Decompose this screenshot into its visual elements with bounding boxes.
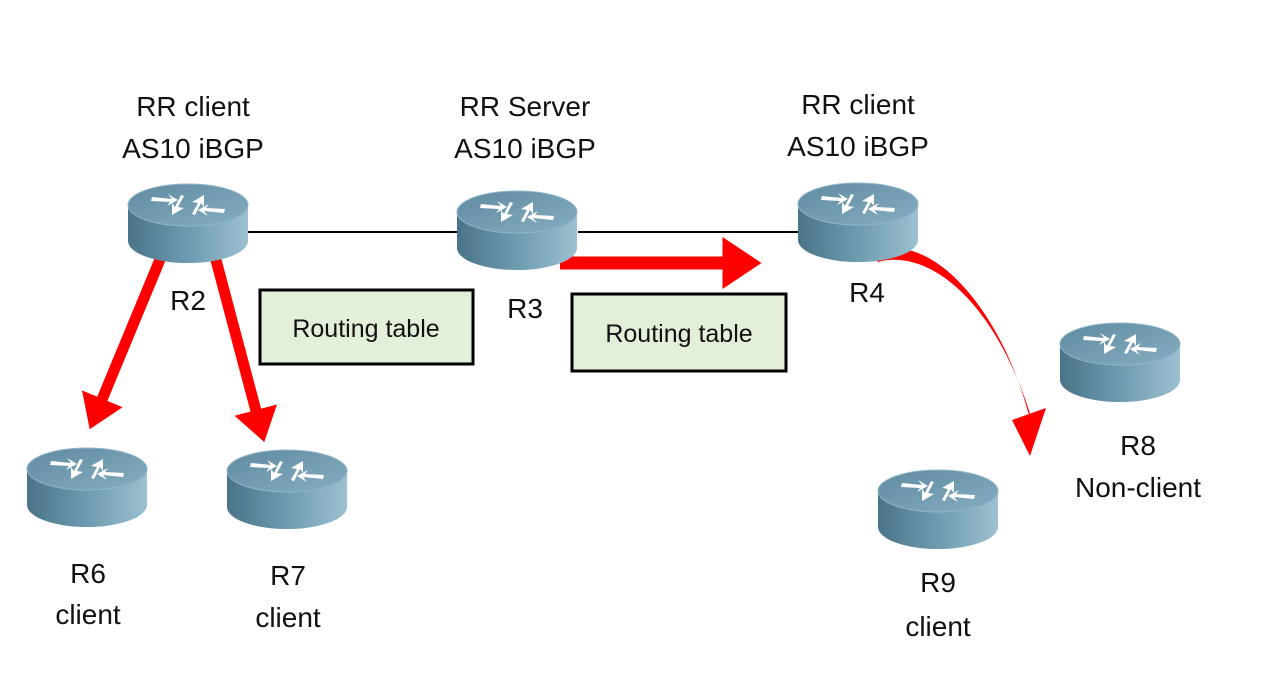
router-r9-icon[interactable]: [877, 469, 999, 550]
r2-detail-label: AS10 iBGP: [122, 133, 264, 164]
r7-name-label: R7: [270, 560, 306, 591]
routing-table-label-left: Routing table: [292, 315, 439, 343]
routing-table-label-right: Routing table: [605, 320, 752, 348]
router-r6-icon[interactable]: [26, 447, 148, 528]
r9-role-label: client: [905, 611, 971, 642]
r3-role-label: RR Server: [460, 91, 591, 122]
r9-name-label: R9: [920, 567, 956, 598]
r4-name-label: R4: [849, 277, 885, 308]
r2-role-label: RR client: [136, 91, 250, 122]
router-r7-icon[interactable]: [226, 449, 348, 530]
r3-detail-label: AS10 iBGP: [454, 133, 596, 164]
r2-name-label: R2: [170, 285, 206, 316]
r3-name-label: R3: [507, 293, 543, 324]
r7-role-label: client: [255, 602, 321, 633]
arrow-r4-to-r9-head: [1012, 408, 1046, 456]
router-r2-icon[interactable]: [127, 183, 249, 264]
arrow-r2-to-r6: [81, 242, 172, 430]
routing-table-box-left: Routing table: [258, 288, 475, 366]
router-r3-icon[interactable]: [456, 190, 578, 271]
arrow-r4-to-r9: [870, 248, 1032, 420]
r8-role-label: Non-client: [1075, 472, 1201, 503]
r6-name-label: R6: [70, 558, 106, 589]
r4-role-label: RR client: [801, 89, 915, 120]
arrow-r2-to-r7: [206, 243, 278, 442]
routing-table-box-right: Routing table: [570, 292, 788, 373]
r4-detail-label: AS10 iBGP: [787, 131, 929, 162]
router-r4-icon[interactable]: [797, 182, 919, 263]
r8-name-label: R8: [1120, 430, 1156, 461]
router-r8-icon[interactable]: [1059, 322, 1181, 403]
r6-role-label: client: [55, 599, 121, 630]
